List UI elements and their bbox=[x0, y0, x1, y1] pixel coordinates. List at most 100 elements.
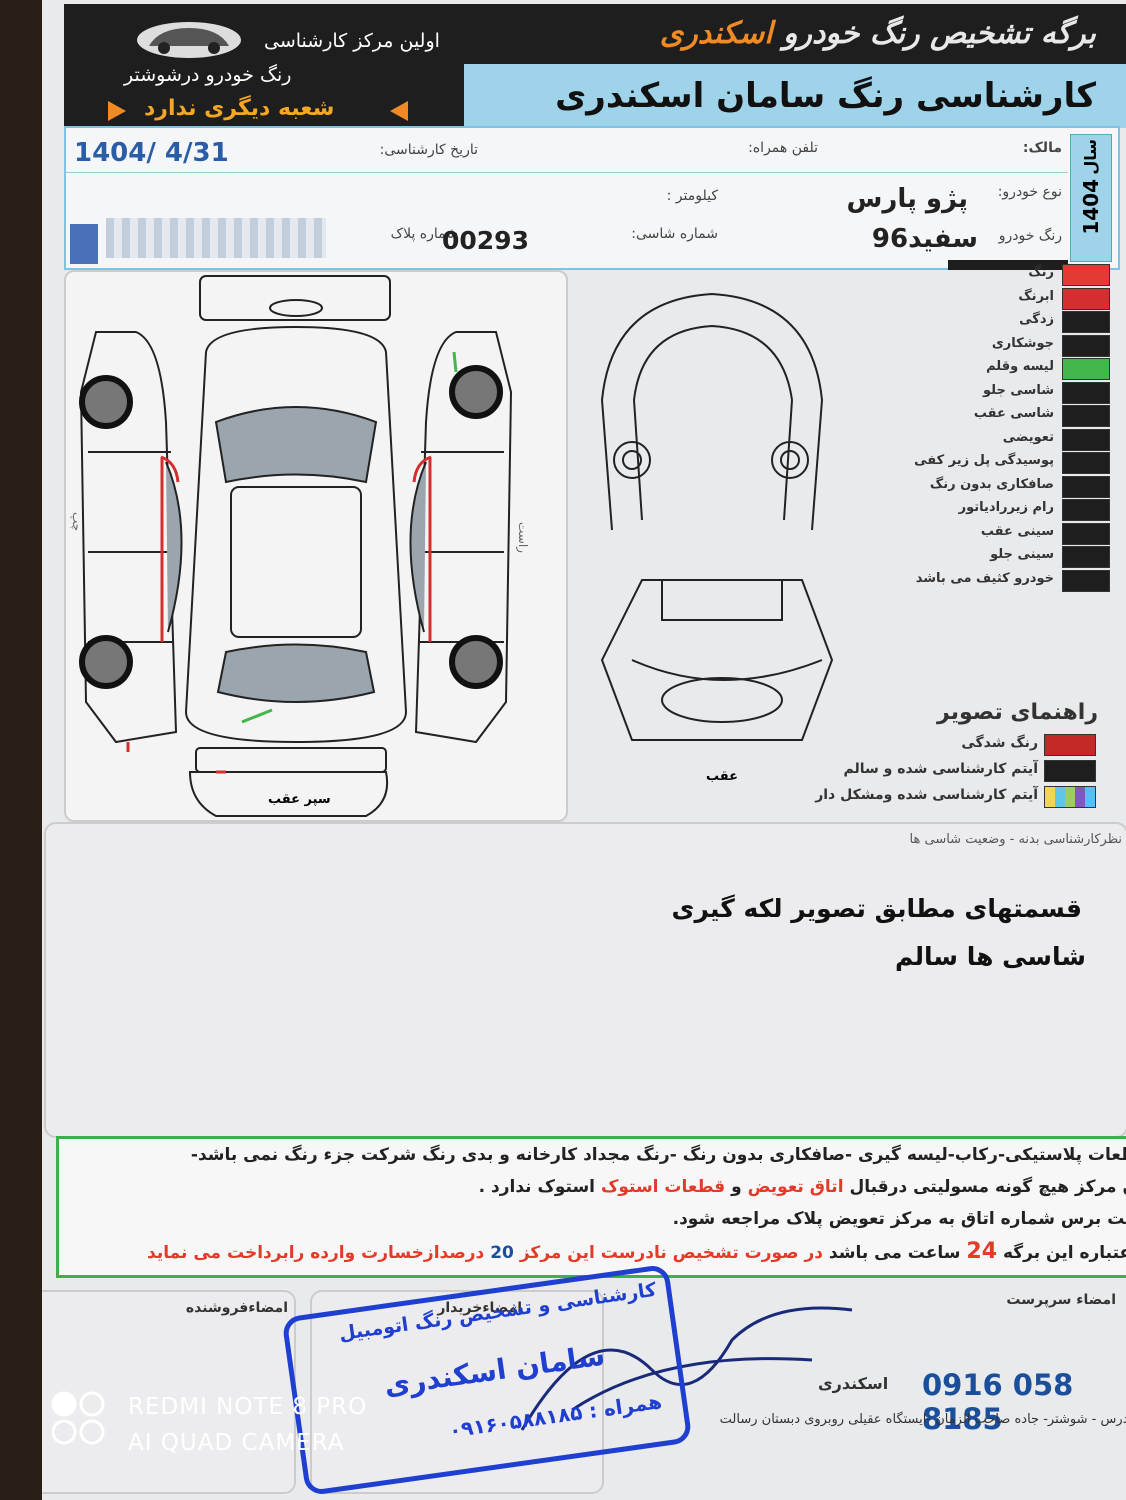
plate-value: 00293 bbox=[442, 226, 529, 255]
car-color-value: سفید96 bbox=[871, 224, 978, 254]
legend-item: شاسی عقب bbox=[910, 403, 1110, 427]
legend-swatch bbox=[1062, 405, 1110, 427]
date-value: 1404/ 4/31 bbox=[74, 138, 229, 168]
liability-percent: 20 bbox=[490, 1243, 514, 1263]
chassis-label: شماره شاسی: bbox=[631, 226, 718, 242]
supervisor-name: اسکندری bbox=[818, 1374, 889, 1393]
guide-title: راهنمای تصویر bbox=[937, 700, 1098, 725]
legend-item: ابرنگ bbox=[910, 286, 1110, 310]
guide-label: آیتم کارشناسی شده ومشکل دار bbox=[815, 787, 1038, 803]
legend-label: رام زیررادیاتور bbox=[958, 500, 1054, 515]
year-value: 1404 bbox=[1079, 179, 1103, 235]
blurred-plate bbox=[106, 218, 326, 258]
title-prefix: برگه تشخیص رنگ خودرو bbox=[783, 16, 1096, 51]
legend-swatch bbox=[1062, 381, 1110, 404]
car-type-value: پژو پارس bbox=[846, 184, 968, 214]
legend-label: شاسی جلو bbox=[983, 382, 1054, 398]
disclaimer-line-2: ن مرکز هیچ گونه مسولیتی درقبال اتاق تعوی… bbox=[479, 1177, 1126, 1197]
legend-item: لیسه وقلم bbox=[910, 356, 1110, 380]
disclaimer-line-3: هت برس شماره اتاق به مرکز تعویض پلاک مرا… bbox=[672, 1209, 1126, 1229]
header-banner: برگه تشخیص رنگ خودرو اسکندری کارشناسی رن… bbox=[64, 4, 1126, 128]
validity-hours: 24 bbox=[966, 1239, 998, 1264]
date-label: تاریخ کارشناسی: bbox=[379, 142, 478, 158]
watermark-line-2: AI QUAD CAMERA bbox=[128, 1430, 345, 1456]
disclaimer-line-2-c: و bbox=[731, 1177, 742, 1197]
validity-unit: ساعت می باشد bbox=[828, 1243, 961, 1263]
legend-label: لیسه وقلم bbox=[986, 359, 1054, 374]
car-perspective-svg: عقب bbox=[600, 292, 834, 784]
legend-item: سینی جلو bbox=[910, 544, 1110, 568]
legend-header-strip bbox=[948, 260, 1068, 270]
header-tagline-2: رنگ خودرو درشوشتر bbox=[124, 64, 292, 86]
legend-item: خودرو کثیف می باشد bbox=[910, 568, 1110, 592]
left-side-shape bbox=[79, 331, 178, 744]
expert-notes-box: نظرکارشناسی بدنه - وضعیت شاسی ها قسمتهای… bbox=[44, 822, 1126, 1138]
car-logo-icon bbox=[137, 22, 241, 58]
camera-lens-icon bbox=[51, 1391, 105, 1445]
guide-item: رنگ شدگی bbox=[776, 732, 1096, 756]
legend-item: تعویضی bbox=[910, 427, 1110, 451]
legend-item: رام زیررادیاتور bbox=[910, 497, 1110, 521]
legend-swatch bbox=[1062, 452, 1110, 474]
header-tagline-1: اولین مرکز کارشناسی bbox=[264, 30, 440, 52]
disclaimer-line-2-e: استوک ندارد . bbox=[478, 1177, 596, 1197]
legend-label: شاسی عقب bbox=[973, 406, 1054, 421]
buyer-signature-box: امضاءخریدار bbox=[310, 1290, 604, 1494]
watermark-line-1: REDMI NOTE 8 PRO bbox=[128, 1394, 368, 1420]
validity-label: اعتباره این برگه bbox=[1002, 1243, 1126, 1263]
arrow-left-icon bbox=[390, 101, 408, 121]
note-line-2: شاسی ها سالم bbox=[895, 942, 1086, 971]
legend-swatch bbox=[1062, 264, 1110, 286]
legend-item: سینی عقب bbox=[910, 521, 1110, 545]
stamp-line-2: سامان اسکندری bbox=[382, 1338, 607, 1403]
legend-swatch bbox=[1062, 569, 1110, 592]
disclaimer-line-4: اعتباره این برگه 24 ساعت می باشد در صورت… bbox=[147, 1239, 1126, 1264]
legend-item: پوسیدگی پل زیر کفی bbox=[910, 450, 1110, 474]
legend-label: سینی جلو bbox=[990, 547, 1054, 562]
rear-bumper-label: سپر عقب bbox=[268, 792, 331, 807]
mobile-label: تلفن همراه: bbox=[748, 140, 818, 156]
roof-shape bbox=[184, 325, 408, 744]
info-divider bbox=[66, 172, 1068, 173]
plate-country-strip bbox=[70, 224, 98, 264]
legend-label: تعویضی bbox=[1002, 429, 1054, 445]
notes-header: نظرکارشناسی بدنه - وضعیت شاسی ها bbox=[909, 832, 1122, 847]
liability-text: در صورت تشخیص نادرست این مرکز bbox=[519, 1243, 823, 1263]
guide-item: آیتم کارشناسی شده و سالم bbox=[776, 758, 1096, 782]
legend-swatch bbox=[1062, 522, 1110, 545]
legend-label: سینی عقب bbox=[980, 523, 1054, 539]
guide-label: رنگ شدگی bbox=[961, 735, 1038, 751]
handwritten-signature bbox=[520, 1306, 853, 1431]
header-tagline-3: شعبه دیگری ندارد bbox=[144, 96, 335, 121]
disclaimer-line-2-b: اتاق تعویض bbox=[747, 1177, 844, 1197]
right-side-shape bbox=[414, 331, 513, 744]
legend-label: رنگ bbox=[1028, 265, 1054, 280]
legend-swatch bbox=[1062, 334, 1110, 357]
right-side-label: راست bbox=[516, 522, 530, 553]
disclaimer-box: طعات پلاستیکی-رکاب-لیسه گیری -صافکاری بد… bbox=[56, 1136, 1126, 1278]
header-blue-band bbox=[464, 64, 1126, 128]
camera-watermark: REDMI NOTE 8 PRO AI QUAD CAMERA bbox=[48, 1388, 366, 1456]
stamp-line-1: کارشناسی و تشخیص رنگ اتومبیل bbox=[337, 1278, 658, 1346]
car-color-label: رنگ خودرو bbox=[998, 228, 1062, 244]
inspection-sheet: برگه تشخیص رنگ خودرو اسکندری کارشناسی رن… bbox=[42, 0, 1126, 1500]
car-type-label: نوع خودرو: bbox=[997, 184, 1062, 200]
legend-item: زدگی bbox=[910, 309, 1110, 333]
disclaimer-line-1: طعات پلاستیکی-رکاب-لیسه گیری -صافکاری بد… bbox=[190, 1145, 1126, 1165]
legend-label: جوشکاری bbox=[991, 335, 1054, 351]
legend-swatch bbox=[1062, 546, 1110, 568]
legend-swatch bbox=[1062, 428, 1110, 451]
legend-item: رنگ bbox=[910, 262, 1110, 286]
legend-label: خودرو کثیف می باشد bbox=[915, 570, 1054, 586]
supervisor-label: امضاء سرپرست bbox=[1006, 1292, 1116, 1308]
address: آدرس - شوشتر- جاده صاحب الزمان -ایستگاه … bbox=[719, 1412, 1126, 1427]
legend-item: شاسی جلو bbox=[910, 380, 1110, 404]
header-title: برگه تشخیص رنگ خودرو اسکندری bbox=[660, 16, 1096, 51]
guide-swatch bbox=[1044, 786, 1096, 808]
legend-label: زدگی bbox=[1019, 312, 1054, 327]
disclaimer-line-2-d: قطعات استوک bbox=[600, 1177, 726, 1197]
damage-legend: رنگ ابرنگ زدگی جوشکاری لیسه وقلم شاسی جلو شاسی… bbox=[910, 262, 1110, 592]
hood-shape bbox=[199, 275, 391, 321]
liability-text-2: درصدازخسارت وارده رابرداخت می نماید bbox=[147, 1243, 485, 1263]
legend-swatch bbox=[1062, 358, 1110, 380]
